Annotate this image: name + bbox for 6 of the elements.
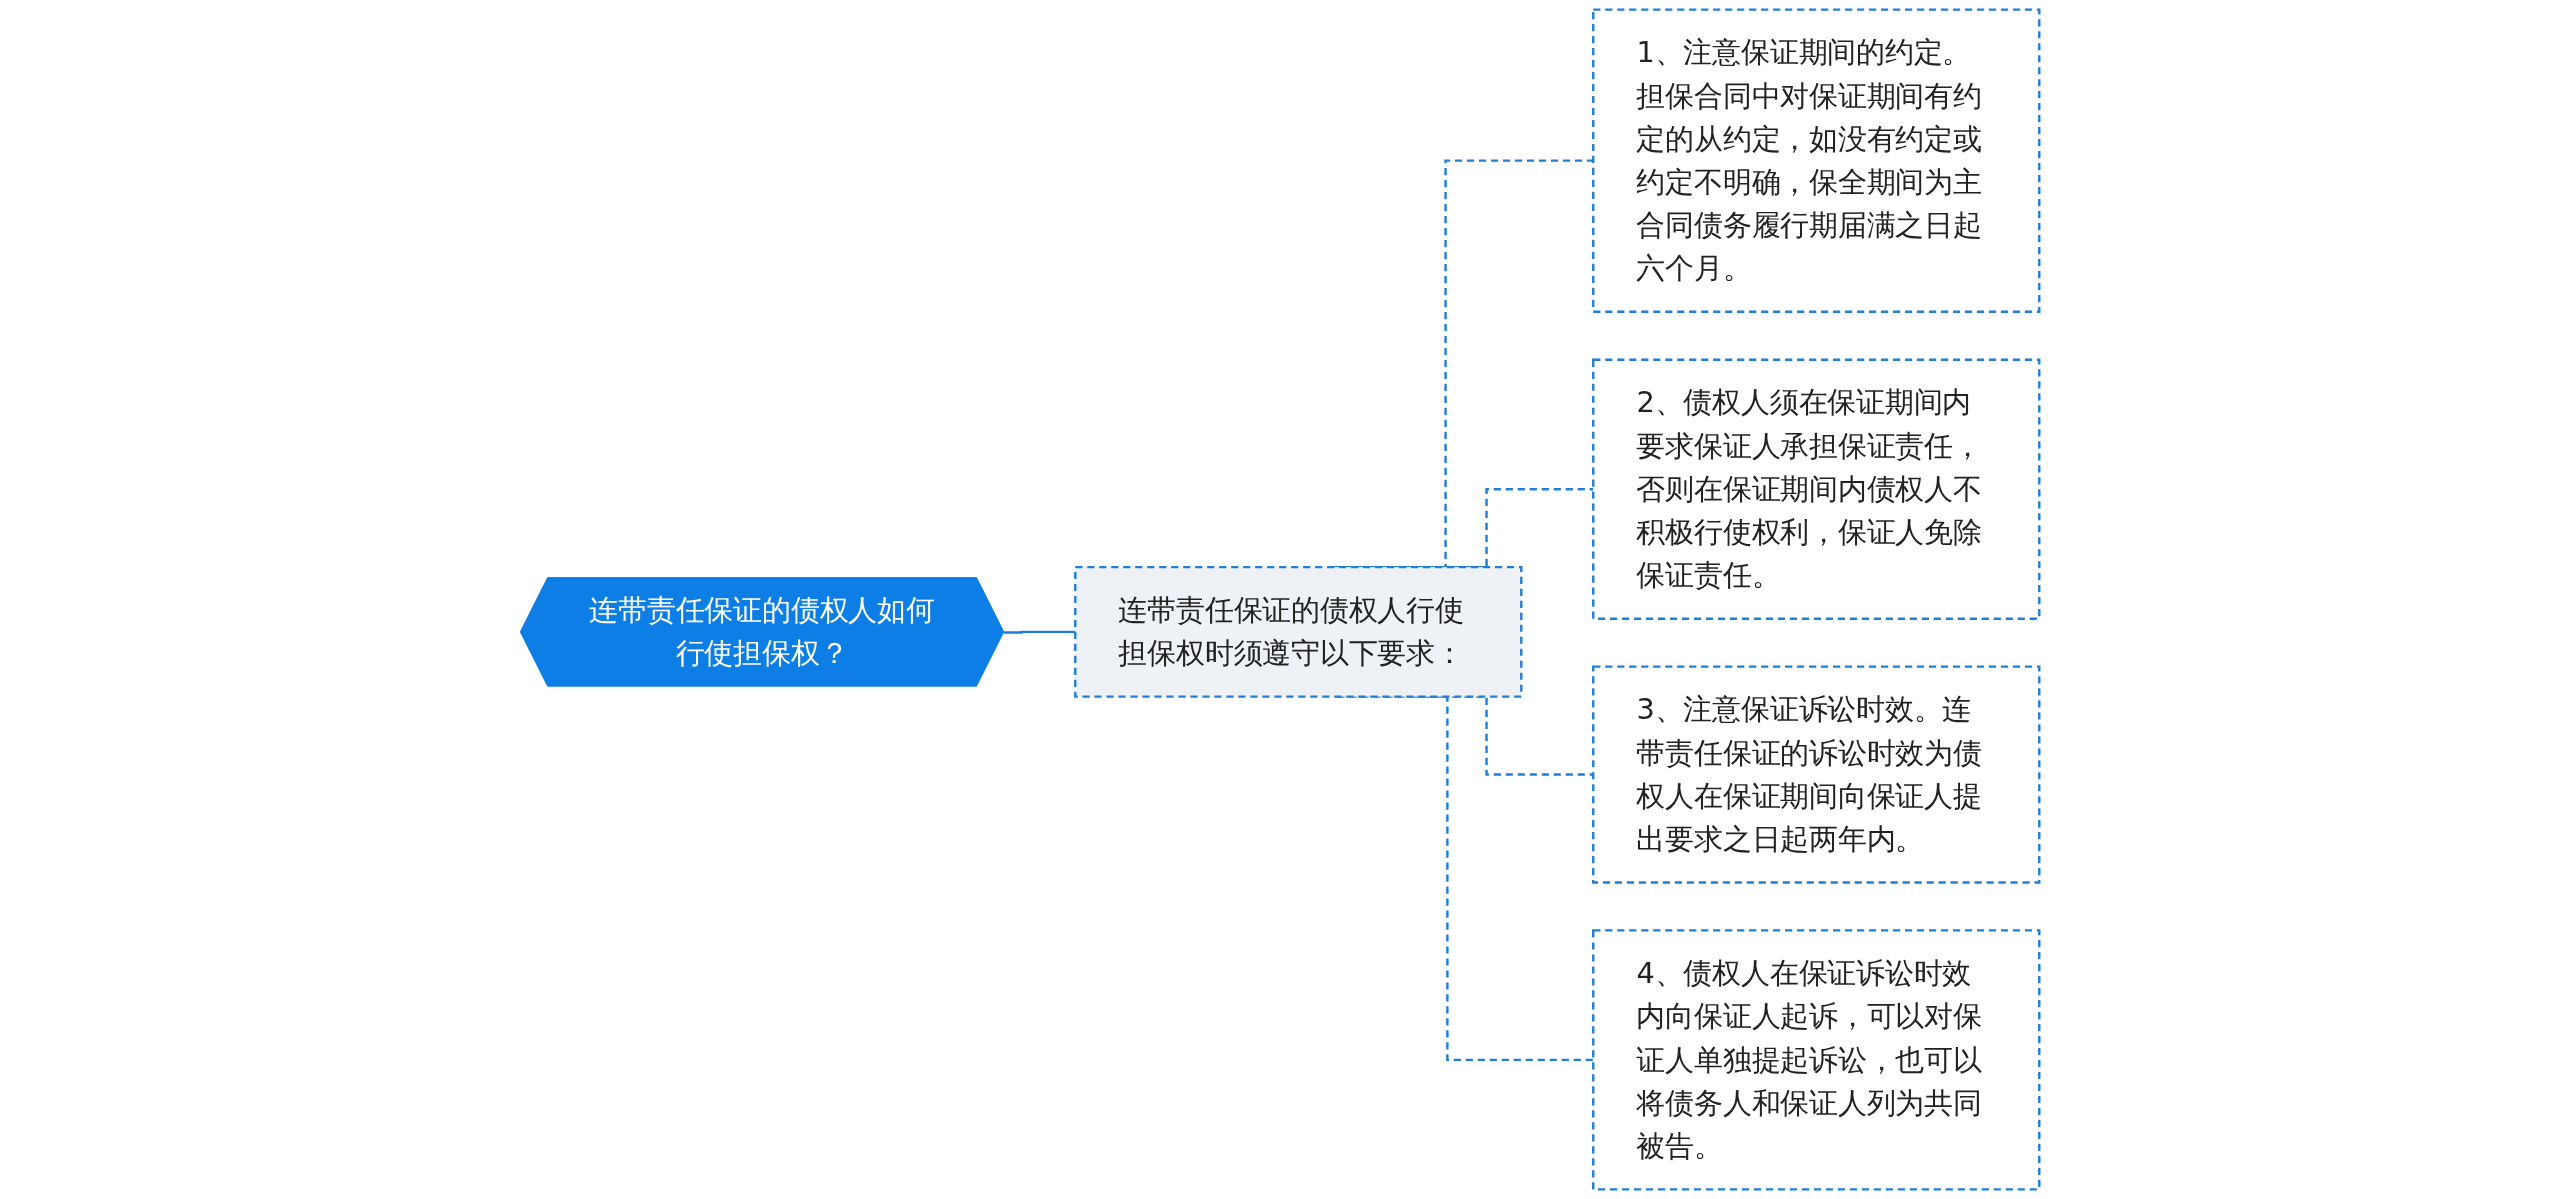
node-box: 3、注意保证诉讼时效。连带责任保证的诉讼时效为债权人在保证期间向保证人提出要求之日起两年内。 <box>1592 665 2041 884</box>
connector <box>1003 630 1076 634</box>
node-box: 2、债权人须在保证期间内要求保证人承担保证责任，否则在保证期间内债权人不积极行使权利，保证人免除保证责任。 <box>1592 358 2041 620</box>
node-box: 1、注意保证期间的约定。担保合同中对保证期间有约定的从约定，如没有约定或约定不明确，保全期间为主合同债务履行期届满之日起六个月。 <box>1592 8 2041 313</box>
node-box: 4、债权人在保证诉讼时效内向保证人起诉，可以对保证人单独提起诉讼，也可以将债务人和保证人列为共同被告。 <box>1592 929 2041 1191</box>
node-box: 连带责任保证的债权人行使担保权时须遵守以下要求： <box>1074 565 1523 698</box>
